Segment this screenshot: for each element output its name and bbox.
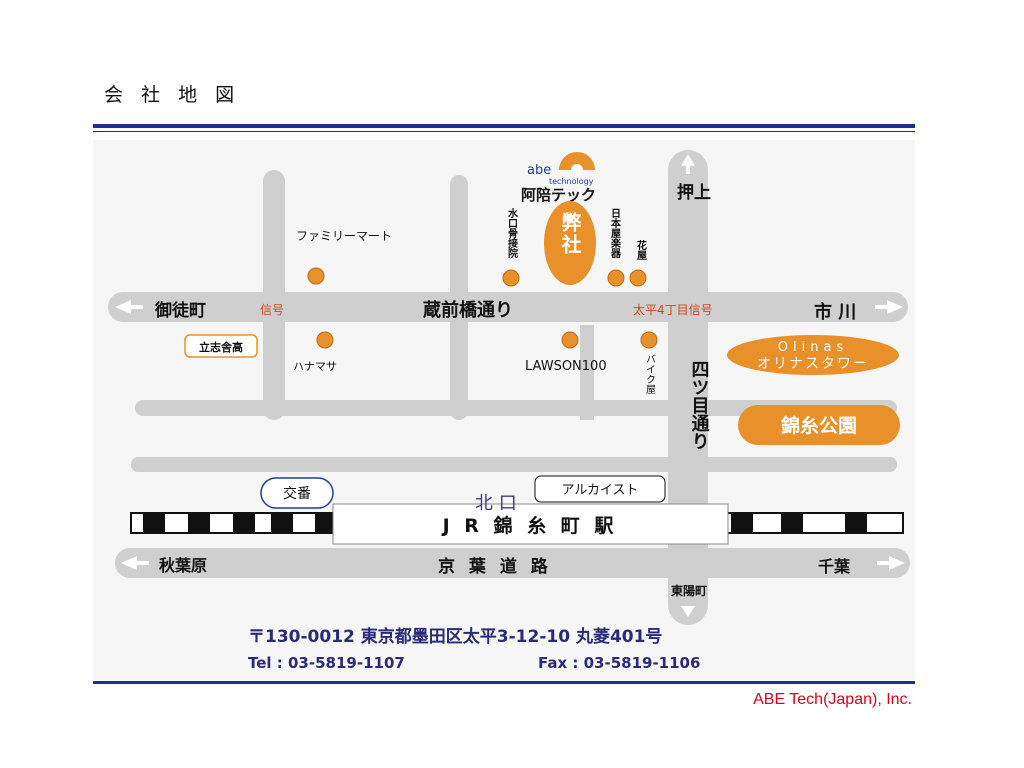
koban-label: 交番	[283, 485, 311, 502]
fax-line: Fax : 03-5819-1106	[538, 654, 700, 672]
kinshi-park	[738, 405, 900, 445]
map-canvas: J R 錦 糸 町 駅 abe technology 阿陪テック 弊社 水口骨接…	[108, 150, 910, 672]
office-marker	[544, 201, 596, 285]
side-road-v3	[580, 325, 594, 420]
east-arrow-shaft	[875, 305, 889, 309]
east-road-label: 市 川	[814, 301, 856, 323]
olinas-en-label: Olinas	[778, 340, 848, 355]
east-arrow	[887, 300, 903, 314]
logo-brand: abe	[527, 163, 551, 178]
keiyo-road-label: 京 葉 道 路	[438, 556, 552, 577]
north-arrow	[681, 154, 695, 166]
school-box	[184, 334, 258, 358]
logo-sub: technology	[549, 177, 594, 186]
olinas-ja-label: オリナスタワー	[757, 356, 869, 372]
musical-store-label: 日本屋楽器	[609, 208, 622, 259]
hanamasa-label: ハナマサ	[293, 360, 337, 373]
flower-shop-dot	[629, 269, 647, 287]
bike-shop-label: バイク屋	[644, 354, 656, 394]
hanamasa-dot	[316, 331, 334, 349]
west-road-label: 御徒町	[154, 300, 206, 321]
signal-left-label: 信号	[260, 303, 284, 317]
logo-company-name: 阿陪テック	[521, 186, 596, 204]
company-name: ABE Tech(Japan), Inc.	[753, 691, 912, 708]
page-title: 会 社 地 図	[104, 84, 241, 106]
flower-shop-label: 花屋	[635, 239, 647, 261]
west-arrow	[115, 300, 131, 314]
address-line: 〒130-0012 東京都墨田区太平3-12-10 丸菱401号	[248, 626, 662, 647]
sw-arrow-shaft	[135, 561, 149, 565]
avenue-label: 四ツ目通り	[689, 360, 710, 450]
alcaist-box	[534, 475, 666, 503]
family-mart-text: ファミリーマート	[296, 229, 392, 243]
tel-line: Tel : 03-5819-1107	[248, 654, 405, 672]
family-mart-label: ファミリーマート	[296, 229, 392, 243]
header-rule-thin	[93, 131, 915, 132]
koban-box	[260, 477, 334, 509]
logo-arc	[559, 152, 595, 170]
main-road-label: 蔵前橋通り	[423, 299, 513, 321]
header-rule	[93, 124, 915, 128]
se-arrow-shaft	[877, 561, 891, 565]
company-map: J R 錦 糸 町 駅 abe technology 阿陪テック 弊社 水口骨接…	[93, 140, 915, 680]
kinshi-park-label: 錦糸公園	[781, 414, 857, 437]
se-road-label: 千葉	[818, 557, 851, 576]
lawson-dot	[561, 331, 579, 349]
olinas-tower	[727, 335, 899, 375]
musical-store-dot	[607, 269, 625, 287]
office-dot	[566, 214, 574, 222]
side-road-h2	[131, 457, 897, 472]
clinic-dot	[502, 269, 520, 287]
signal-right-label: 太平4丁目信号	[633, 302, 713, 317]
north-exit-label: 北 口	[475, 493, 517, 514]
south-arrow	[681, 606, 695, 617]
school-label: 立志舎高	[199, 340, 243, 354]
lawson-label: LAWSON100	[525, 359, 607, 374]
se-arrow	[889, 556, 905, 570]
logo-arc-inner	[571, 164, 583, 176]
keiyo-road	[115, 548, 910, 578]
south-road-label: 東陽町	[671, 583, 707, 598]
bike-shop-dot	[640, 331, 658, 349]
clinic-label: 水口骨接院	[506, 207, 519, 259]
north-road-label: 押上	[677, 182, 711, 203]
station-box	[332, 503, 729, 545]
family-mart-dot	[307, 267, 325, 285]
sw-arrow	[121, 556, 137, 570]
footer-rule	[93, 681, 915, 684]
office-label: 弊社	[558, 211, 582, 256]
sw-road-label: 秋葉原	[159, 556, 207, 575]
west-arrow-shaft	[129, 305, 143, 309]
alcaist-label: アルカイスト	[561, 483, 638, 498]
station-name: J R 錦 糸 町 駅	[441, 514, 618, 537]
north-arrow-shaft	[686, 164, 690, 174]
